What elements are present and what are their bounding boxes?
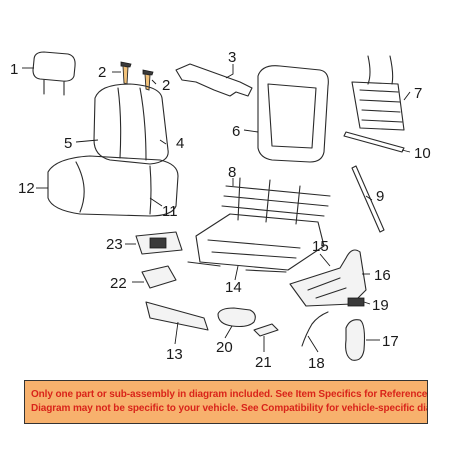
callout-2-left: 2 [98, 64, 106, 81]
part-bracket [175, 63, 253, 97]
callout-1: 1 [10, 61, 18, 78]
part-seat-track [187, 213, 325, 273]
callout-5: 5 [64, 135, 72, 152]
part-clip [253, 323, 279, 337]
callout-22: 22 [110, 275, 127, 292]
callout-18: 18 [308, 355, 325, 372]
disclaimer-line-2: Diagram may not be specific to your vehi… [31, 403, 428, 414]
part-headrest [32, 51, 76, 96]
callout-17: 17 [382, 333, 399, 350]
part-switch-bezel [141, 265, 177, 289]
callout-15: 15 [312, 238, 329, 255]
part-seat-back-cover [93, 83, 169, 165]
callout-4: 4 [176, 135, 184, 152]
callout-19: 19 [372, 297, 389, 314]
leader-lines [22, 64, 411, 353]
callout-14: 14 [225, 279, 242, 296]
callout-6: 6 [232, 123, 240, 140]
part-bolts [120, 61, 154, 91]
callout-8: 8 [228, 164, 236, 181]
disclaimer-banner: Only one part or sub-assembly in diagram… [24, 380, 428, 424]
callout-11: 11 [162, 203, 178, 220]
callout-21: 21 [255, 354, 272, 371]
part-cable [301, 311, 329, 347]
callout-10: 10 [414, 145, 431, 162]
callout-16: 16 [374, 267, 391, 284]
part-switch [135, 231, 183, 255]
part-lumbar-support [351, 55, 405, 131]
callout-20: 20 [216, 339, 233, 356]
callout-23: 23 [106, 236, 123, 253]
disclaimer-line-1: Only one part or sub-assembly in diagram… [31, 389, 428, 400]
part-side-panel [145, 301, 209, 331]
part-rod [343, 131, 405, 153]
seat-parts-diagram: 1 2 2 3 4 5 6 7 8 9 10 11 12 13 14 15 16… [10, 49, 431, 372]
callout-13: 13 [166, 346, 183, 363]
part-cushion-frame [221, 177, 331, 225]
callout-9: 9 [376, 188, 384, 205]
part-seat-back-frame [257, 65, 329, 163]
part-cover-cap [217, 307, 256, 328]
part-seat-cushion [47, 155, 179, 217]
part-trim-strip [351, 165, 385, 233]
callout-7: 7 [414, 85, 422, 102]
part-side-shield [289, 249, 367, 307]
callout-2-right: 2 [162, 77, 170, 94]
part-knob [347, 297, 365, 307]
callout-3: 3 [228, 49, 236, 66]
part-trim-cover [345, 319, 366, 361]
callout-12: 12 [18, 180, 35, 197]
